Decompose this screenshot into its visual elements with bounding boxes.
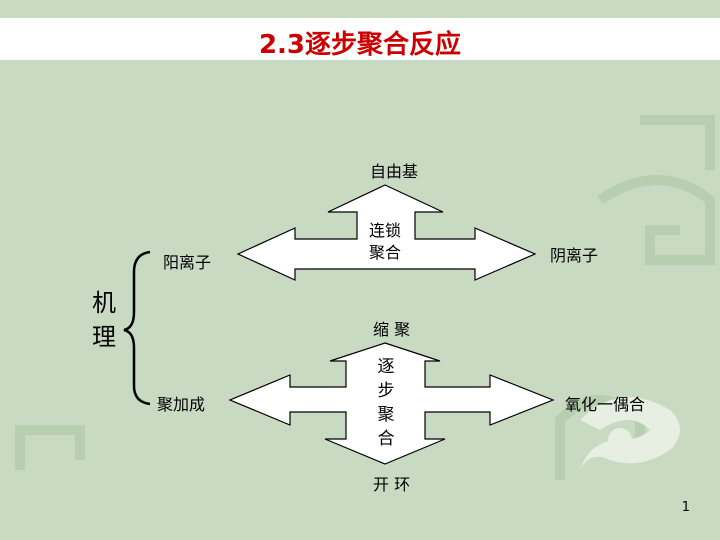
page-number: 1 bbox=[681, 500, 690, 515]
step-center-char-4: 合 bbox=[377, 429, 395, 449]
chain-arrow-shape bbox=[236, 184, 537, 281]
title-bar: 2.3逐步聚合反应 bbox=[0, 18, 720, 60]
chain-center-line-2: 聚合 bbox=[368, 243, 401, 262]
step-center-char-1: 逐 bbox=[377, 357, 395, 377]
free-radical-label: 自由基 bbox=[370, 162, 419, 181]
mechanism-char-1: 机 bbox=[92, 289, 116, 317]
anionic-label: 阴离子 bbox=[550, 246, 599, 265]
chain-polymerization-label: 连锁 聚合 bbox=[355, 220, 415, 264]
mechanism-brace bbox=[123, 250, 151, 406]
dragon-emblem bbox=[580, 397, 680, 470]
step-arrow-shape bbox=[228, 342, 555, 465]
cationic-label: 阳离子 bbox=[163, 253, 212, 272]
step-polymerization-label: 逐 步 聚 合 bbox=[376, 355, 396, 451]
polycondensation-label: 缩 聚 bbox=[373, 320, 411, 339]
ring-opening-label: 开 环 bbox=[373, 475, 411, 494]
page-title: 2.3逐步聚合反应 bbox=[258, 30, 462, 60]
step-center-char-2: 步 bbox=[377, 381, 395, 401]
chain-center-line-1: 连锁 bbox=[368, 221, 401, 240]
step-center-char-3: 聚 bbox=[377, 405, 395, 425]
polyaddition-label: 聚加成 bbox=[157, 395, 206, 414]
mechanism-char-2: 理 bbox=[92, 323, 116, 351]
oxidative-coupling-label: 氧化一偶合 bbox=[565, 395, 646, 414]
